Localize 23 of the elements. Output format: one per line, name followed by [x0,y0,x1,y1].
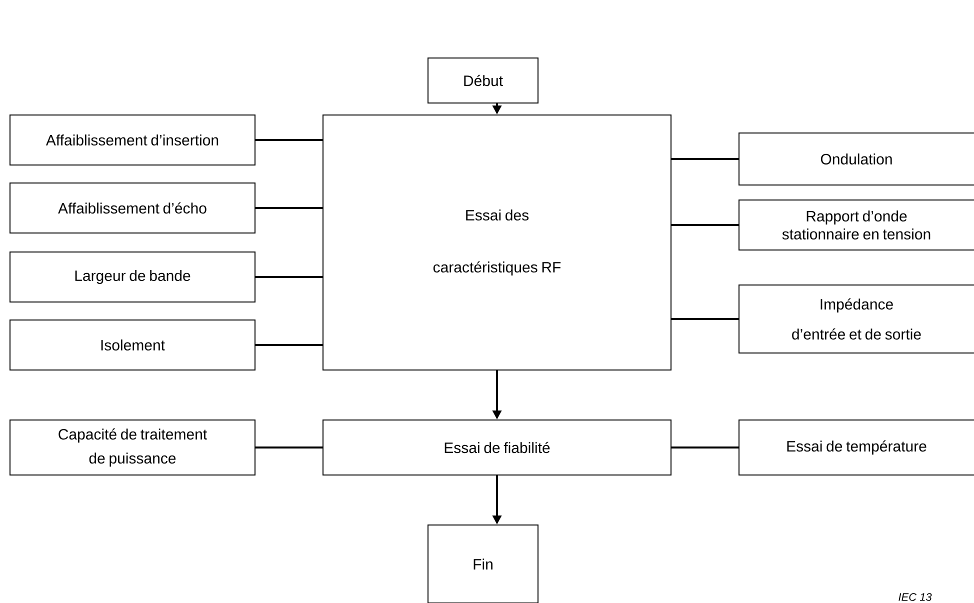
connector [256,344,322,346]
process-box: Affaiblissement d’écho [10,182,256,234]
process-box: Impédance d’entrée et de sortie [738,284,974,354]
connector [256,207,322,209]
process-box: Fin [428,524,538,603]
process-box: Capacité de traitement de puissance [10,420,256,476]
process-box: Affaiblissement d’insertion [10,114,256,166]
connector [672,318,738,320]
connector [672,158,738,160]
figure-number: IEC 13 [898,593,932,601]
connector [672,446,738,448]
process-box: Essai des caractéristiques RF [322,114,672,370]
connector [256,276,322,278]
connector [256,139,322,141]
process-box: Essai de fiabilité [322,420,672,476]
process-box: Rapport d’onde stationnaire en tension [738,200,974,250]
process-box: Début [428,58,538,104]
process-box: Essai de température [738,420,974,476]
connector [672,224,738,226]
process-box: Ondulation [738,132,974,186]
connector [256,446,322,448]
process-box: Largeur de bande [10,252,256,302]
process-box: Isolement [10,320,256,370]
